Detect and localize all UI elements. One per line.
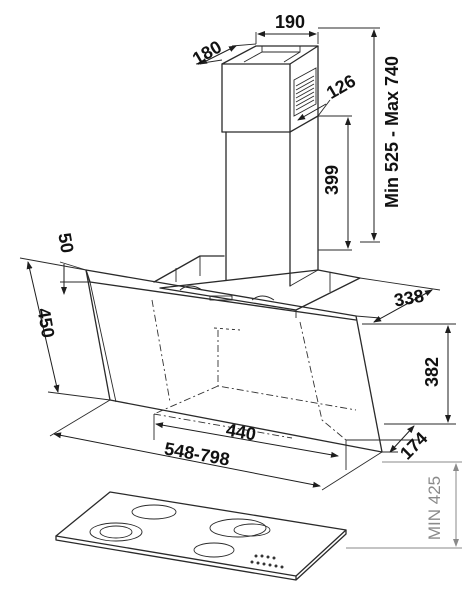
cooktop-top <box>55 491 347 577</box>
burner-3-inner <box>233 523 271 537</box>
dim-min-425 <box>346 461 462 549</box>
dim-338 <box>355 277 441 323</box>
upper-chimney <box>221 45 319 133</box>
label-chimney-height: Min 525 - Max 740 <box>382 56 402 208</box>
cooktop <box>55 491 347 581</box>
dim-190 <box>255 31 319 44</box>
hidden-lines <box>151 299 357 441</box>
dim-chimney-height <box>318 27 380 243</box>
burner-4 <box>193 542 235 558</box>
label-180: 180 <box>189 37 225 69</box>
lower-chimney <box>225 115 319 287</box>
hood-top-plate <box>153 255 361 311</box>
label-450: 450 <box>33 306 58 339</box>
label-440: 440 <box>225 420 258 445</box>
vent-grille <box>293 67 317 117</box>
label-382: 382 <box>422 357 442 387</box>
label-338: 338 <box>392 286 425 311</box>
burner-2-inner <box>99 525 133 539</box>
label-min-425: MIN 425 <box>425 476 444 540</box>
dim-399 <box>318 115 352 251</box>
hood-slot <box>209 295 233 301</box>
label-548-798: 548-798 <box>163 439 232 470</box>
control-dots <box>213 327 241 331</box>
label-50: 50 <box>54 231 77 254</box>
label-190: 190 <box>275 12 305 32</box>
hood-top-edges <box>175 256 331 318</box>
chimney-top <box>221 45 319 65</box>
burner-1 <box>131 504 177 520</box>
burner-3 <box>209 518 267 538</box>
dim-180 <box>195 43 257 65</box>
dim-548-798 <box>49 399 383 491</box>
chimney <box>221 45 319 287</box>
dim-50 <box>59 261 90 295</box>
dim-450 <box>19 257 111 401</box>
dim-382 <box>362 323 456 425</box>
glass-left-edge <box>89 281 117 403</box>
dim-126 <box>297 99 331 121</box>
label-399: 399 <box>322 165 342 195</box>
cooktop-edge <box>55 529 347 581</box>
label-174: 174 <box>396 428 431 463</box>
lower-chimney-edge <box>289 269 319 287</box>
chimney-outlet <box>261 46 301 53</box>
chimney-outlet-edges <box>243 51 301 63</box>
upper-chimney-bottom <box>221 115 319 133</box>
cooktop-controls <box>250 554 284 569</box>
label-126: 126 <box>323 71 359 103</box>
dim-174 <box>346 425 420 453</box>
burner-2 <box>89 522 143 542</box>
